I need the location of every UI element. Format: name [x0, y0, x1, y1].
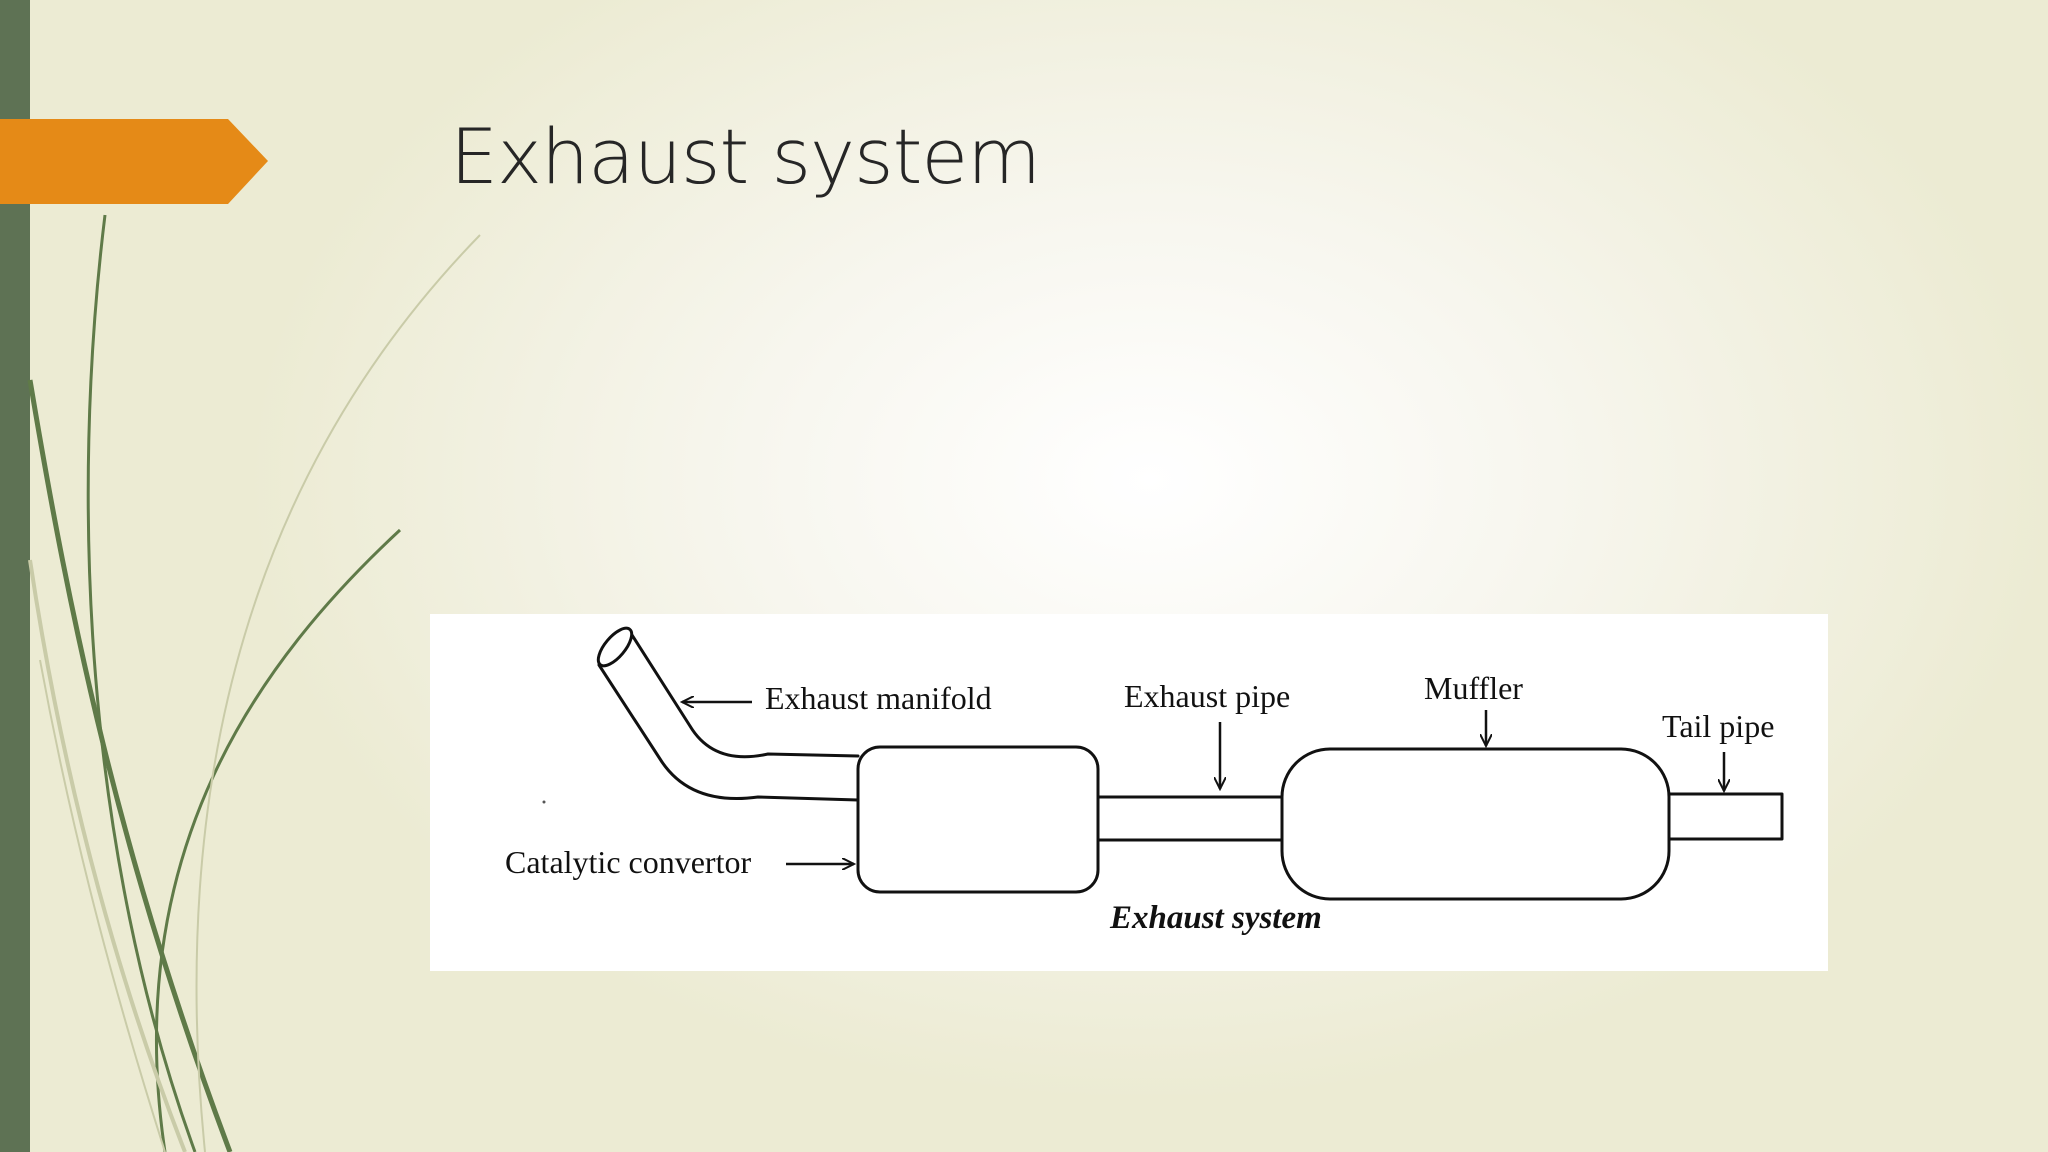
orange-chevron-tab — [0, 119, 268, 204]
manifold-pipe-outer — [597, 663, 860, 802]
label-tail-pipe: Tail pipe — [1662, 708, 1775, 744]
label-exhaust-pipe: Exhaust pipe — [1124, 678, 1291, 714]
manifold-pipe-inner — [630, 633, 860, 759]
curve-6 — [39, 659, 166, 1152]
catalytic-convertor-body — [856, 745, 1100, 894]
curve-1 — [27, 379, 233, 1152]
muffler-body — [1280, 747, 1671, 901]
exhaust-diagram-drawing — [542, 626, 1784, 901]
tail-pipe — [1667, 792, 1784, 841]
curve-2 — [86, 214, 197, 1152]
diagram-caption: Exhaust system — [1110, 900, 1322, 936]
chevron-shape — [0, 119, 268, 204]
curve-3 — [155, 528, 402, 1152]
label-muffler: Muffler — [1424, 670, 1523, 706]
label-catalytic-convertor: Catalytic convertor — [505, 844, 752, 880]
speck — [542, 800, 546, 804]
slide-title: Exhaust system — [450, 112, 1041, 201]
exhaust-diagram: Exhaust manifold Exhaust pipe Muffler Ta… — [430, 614, 1828, 971]
label-exhaust-manifold: Exhaust manifold — [765, 680, 992, 716]
curve-5 — [28, 559, 187, 1152]
